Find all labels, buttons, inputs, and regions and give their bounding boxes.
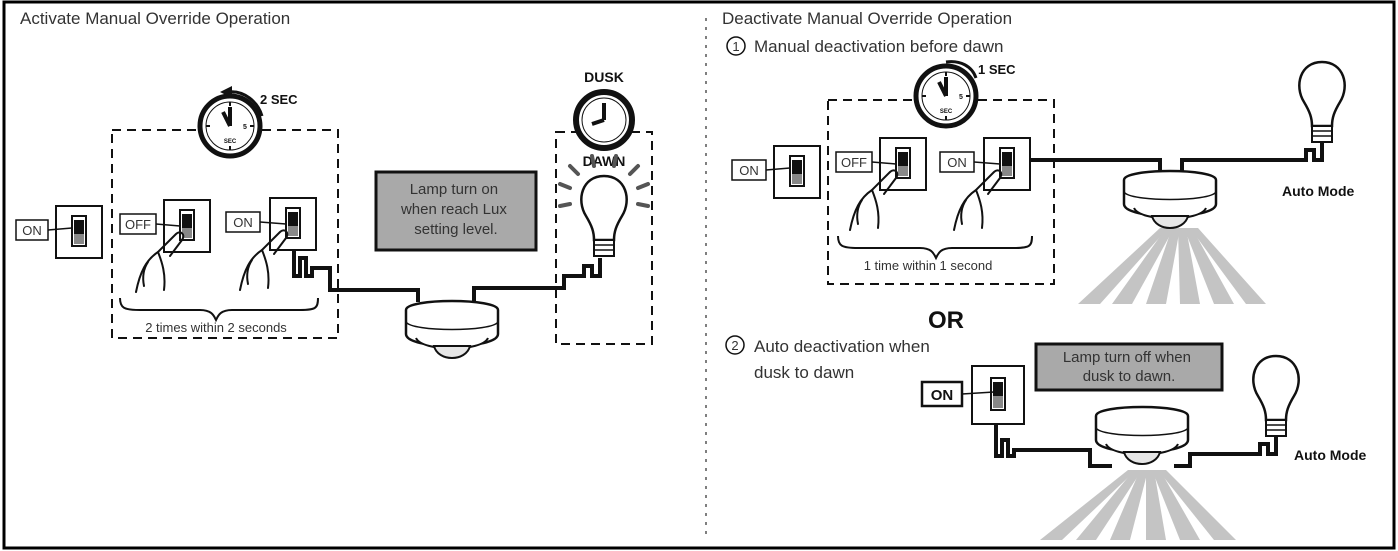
- bulb-icon-2: [1252, 354, 1300, 438]
- off-tag-2-label: OFF: [841, 155, 867, 170]
- wire-5: [994, 424, 1112, 468]
- step2-badge: [725, 335, 745, 355]
- svg-text:0: 0: [228, 107, 232, 114]
- right-panel-title: Deactivate Manual Override Operation: [722, 9, 1012, 28]
- timer-clock-icon: 0 5 SEC: [200, 96, 260, 156]
- wall-switch: [55, 205, 103, 259]
- bulb-icon: [1298, 60, 1346, 144]
- info-box-text: Lamp turn on when reach Lux setting leve…: [400, 181, 511, 238]
- brace-caption-2: 1 time within 1 second: [864, 258, 993, 273]
- left-panel-title: Activate Manual Override Operation: [20, 9, 290, 28]
- wire-4: [1180, 142, 1324, 172]
- brace-2: [837, 235, 1033, 261]
- timer-label: 2 SEC: [260, 92, 298, 107]
- on-tag-4-label: ON: [947, 155, 967, 170]
- motion-sensor-icon: [404, 299, 500, 360]
- sensor-beam-2: [1040, 470, 1236, 540]
- svg-text:0: 0: [944, 77, 948, 84]
- step1-number: 1: [732, 39, 739, 54]
- mode-label-2: Auto Mode: [1294, 447, 1367, 463]
- step1-text: Manual deactivation before dawn: [754, 37, 1004, 56]
- wall-switch-3: [773, 145, 821, 199]
- svg-text:SEC: SEC: [224, 139, 237, 145]
- mode-label: Auto Mode: [1282, 183, 1355, 199]
- wall-switch-off-2: [879, 137, 927, 191]
- step2-text-line2: dusk to dawn: [754, 363, 854, 382]
- lit-bulb-icon: [558, 154, 650, 258]
- motion-sensor-icon-2: [1122, 169, 1218, 230]
- info-box: [374, 170, 538, 252]
- brace: [119, 297, 319, 323]
- dusk-label: DUSK: [584, 69, 624, 85]
- timer-arrow-icon-2: [945, 60, 978, 79]
- wall-switch-5: [971, 365, 1025, 425]
- on-tag-label: ON: [22, 223, 42, 238]
- wire-6: [1174, 436, 1278, 468]
- timer-arrow-head-icon: [220, 86, 232, 98]
- info-box-2: [1034, 342, 1224, 392]
- sensor-beam: [1078, 228, 1266, 304]
- on-tag-2-label: ON: [233, 215, 253, 230]
- on-tag-3-label: ON: [739, 163, 759, 178]
- timer-clock-icon-2: 0 5 SEC: [916, 66, 976, 126]
- brace-caption: 2 times within 2 seconds: [145, 320, 287, 335]
- dusk-dawn-clock-icon: [573, 89, 635, 151]
- step1-badge: [726, 36, 746, 56]
- step2-number: 2: [731, 338, 738, 353]
- or-label: OR: [928, 307, 964, 334]
- on-tag-5-label: ON: [931, 387, 954, 404]
- svg-text:5: 5: [959, 94, 963, 101]
- wire: [292, 250, 420, 302]
- motion-sensor-icon-3: [1094, 405, 1190, 466]
- svg-text:SEC: SEC: [940, 109, 953, 115]
- step2-text-line1: Auto deactivation when: [754, 337, 930, 356]
- timer-label-2: 1 SEC: [978, 62, 1016, 77]
- info-box-2-text: Lamp turn off when dusk to dawn.: [1063, 349, 1195, 385]
- off-tag-label: OFF: [125, 217, 151, 232]
- wire-2: [472, 258, 602, 302]
- wire-3: [1030, 158, 1162, 172]
- wall-switch-off: [163, 199, 211, 253]
- dawn-label: DAWN: [583, 153, 626, 169]
- svg-text:5: 5: [243, 124, 247, 131]
